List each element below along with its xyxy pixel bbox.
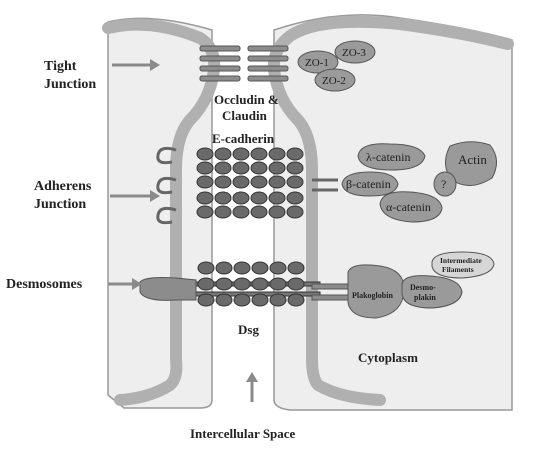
cadherin-bead	[196, 191, 214, 205]
cadherin-bead	[250, 161, 268, 175]
right-membrane	[267, 15, 514, 406]
cadherin-bead	[251, 261, 269, 275]
cadherin-bead	[268, 161, 286, 175]
cadherin-bead	[268, 191, 286, 205]
adherens-junction-label-2: Junction	[34, 197, 86, 212]
cadherin-bead	[214, 175, 232, 189]
cadherin-bead	[287, 261, 305, 275]
cadherin-bead	[214, 147, 232, 161]
beta-catenin-label: β-catenin	[346, 177, 391, 191]
tight-junction-strands	[199, 45, 289, 82]
cadherin-bead	[251, 277, 269, 291]
desmosome-plaque	[139, 277, 349, 301]
occludin-label-1: Occludin &	[214, 92, 279, 107]
cytoplasm-label: Cytoplasm	[358, 350, 418, 365]
cadherin-bead	[268, 175, 286, 189]
cadherin-bead	[196, 175, 214, 189]
tight-junction-label-2: Junction	[44, 77, 96, 92]
cadherin-bead	[215, 261, 233, 275]
desmoplakin-label-2: plakin	[414, 293, 436, 302]
cadherin-bead	[233, 277, 251, 291]
arrows	[108, 59, 258, 402]
cadherin-bead	[286, 175, 304, 189]
desmoplakin-label-1: Desmo-	[410, 283, 436, 292]
cadherin-bead	[197, 261, 215, 275]
cadherin-bead	[232, 191, 250, 205]
plakoglobin-label: Plakoglobin	[352, 291, 393, 300]
cadherin-bead	[232, 175, 250, 189]
cadherin-bead	[268, 205, 286, 219]
lambda-catenin-label: λ-catenin	[366, 150, 410, 164]
e-cadherin-label: E-cadherin	[212, 131, 275, 146]
intermediate-filaments-label-2: Filaments	[442, 265, 474, 274]
zo-proteins	[297, 40, 376, 92]
cadherin-bead	[268, 147, 286, 161]
e-cadherin-beads	[189, 147, 321, 307]
dsg-label: Dsg	[238, 322, 259, 337]
cadherin-bead	[269, 293, 287, 307]
cadherin-bead	[287, 277, 305, 291]
cadherin-bead	[286, 147, 304, 161]
zo2-label: ZO-2	[322, 75, 346, 87]
actin-label: Actin	[458, 152, 487, 167]
zo1-label: ZO-1	[305, 57, 329, 69]
cadherin-bead	[251, 293, 269, 307]
cadherin-bead	[269, 261, 287, 275]
catenins	[341, 141, 497, 223]
occludin-label-2: Claudin	[222, 108, 268, 123]
cadherin-bead	[250, 205, 268, 219]
cadherin-bead	[232, 147, 250, 161]
cadherin-bead	[250, 147, 268, 161]
zo3-label: ZO-3	[342, 47, 366, 59]
cadherin-bead	[196, 205, 214, 219]
cadherin-bead	[286, 205, 304, 219]
cadherin-bead	[232, 161, 250, 175]
cadherin-bead	[287, 293, 305, 307]
cadherin-bead	[196, 147, 214, 161]
tight-junction-label-1: Tight	[44, 59, 77, 74]
cadherin-bead	[197, 277, 215, 291]
desmosome-proteins	[347, 251, 495, 319]
cadherin-bead	[250, 191, 268, 205]
cadherin-bead	[215, 293, 233, 307]
cadherin-bead	[214, 161, 232, 175]
intercellular-space-label: Intercellular Space	[190, 426, 296, 441]
alpha-catenin-label: α-catenin	[386, 200, 431, 214]
cadherin-bead	[215, 277, 233, 291]
cadherin-bead	[214, 205, 232, 219]
cadherin-bead	[233, 261, 251, 275]
cadherin-bead	[214, 191, 232, 205]
intermediate-filaments-label-1: Intermediate	[440, 256, 482, 265]
cadherin-bead	[197, 293, 215, 307]
cadherin-bead	[232, 205, 250, 219]
cadherin-tails	[156, 146, 338, 225]
cadherin-bead	[269, 277, 287, 291]
cadherin-bead	[250, 175, 268, 189]
cadherin-bead	[286, 191, 304, 205]
adherens-junction-label-1: Adherens	[34, 179, 92, 194]
left-membrane	[102, 18, 221, 406]
cadherin-bead	[196, 161, 214, 175]
unknown-protein-label: ?	[441, 177, 446, 191]
desmosomes-label: Desmosomes	[6, 277, 83, 292]
cadherin-bead	[233, 293, 251, 307]
cadherin-bead	[286, 161, 304, 175]
